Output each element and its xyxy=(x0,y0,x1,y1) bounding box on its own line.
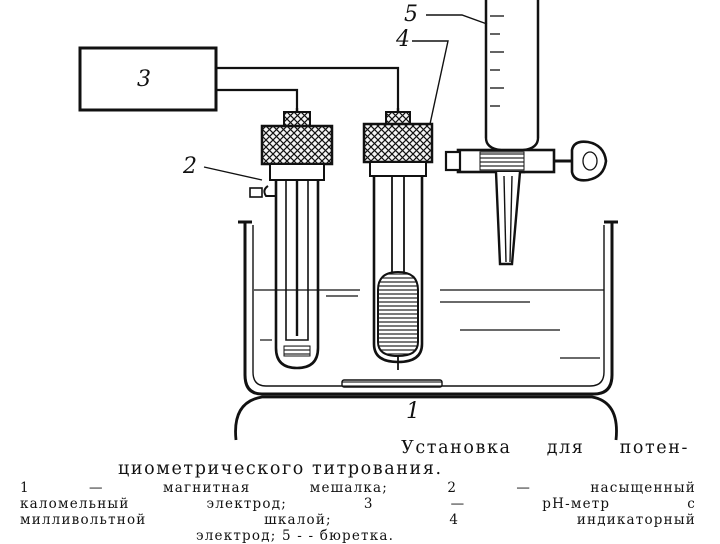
figure-legend: 1 — магнитная мешалка; 2 — насыщенный ка… xyxy=(20,480,696,544)
legend-line-4: электрод; 5 - - бюретка. xyxy=(196,528,395,544)
ph-meter-box: 3 xyxy=(78,46,218,112)
legend-line-2: каломельный электрод; 3 — pH-метр с xyxy=(20,496,696,512)
label-1: 1 xyxy=(406,399,420,424)
burette xyxy=(444,0,608,266)
label-4: 4 xyxy=(395,27,410,52)
title-line-1: Установка для потен- xyxy=(401,438,689,458)
liquid-surface xyxy=(254,289,604,359)
leader-lines xyxy=(203,14,488,181)
wires xyxy=(216,66,400,108)
legend-line-3: милливольтной шкалой; 4 индикаторный xyxy=(20,512,696,528)
magnetic-stirrer: 1 xyxy=(234,379,618,441)
legend-line-1: 1 — магнитная мешалка; 2 — насыщенный xyxy=(20,480,696,496)
figure-title: Установка для потен- циометрического тит… xyxy=(118,438,693,480)
label-2: 2 xyxy=(182,154,197,179)
label-5: 5 xyxy=(404,2,418,27)
calomel-electrode xyxy=(249,108,334,370)
label-3: 3 xyxy=(137,67,151,92)
title-line-2: циометрического титрования. xyxy=(118,459,443,479)
indicator-electrode xyxy=(362,108,434,370)
